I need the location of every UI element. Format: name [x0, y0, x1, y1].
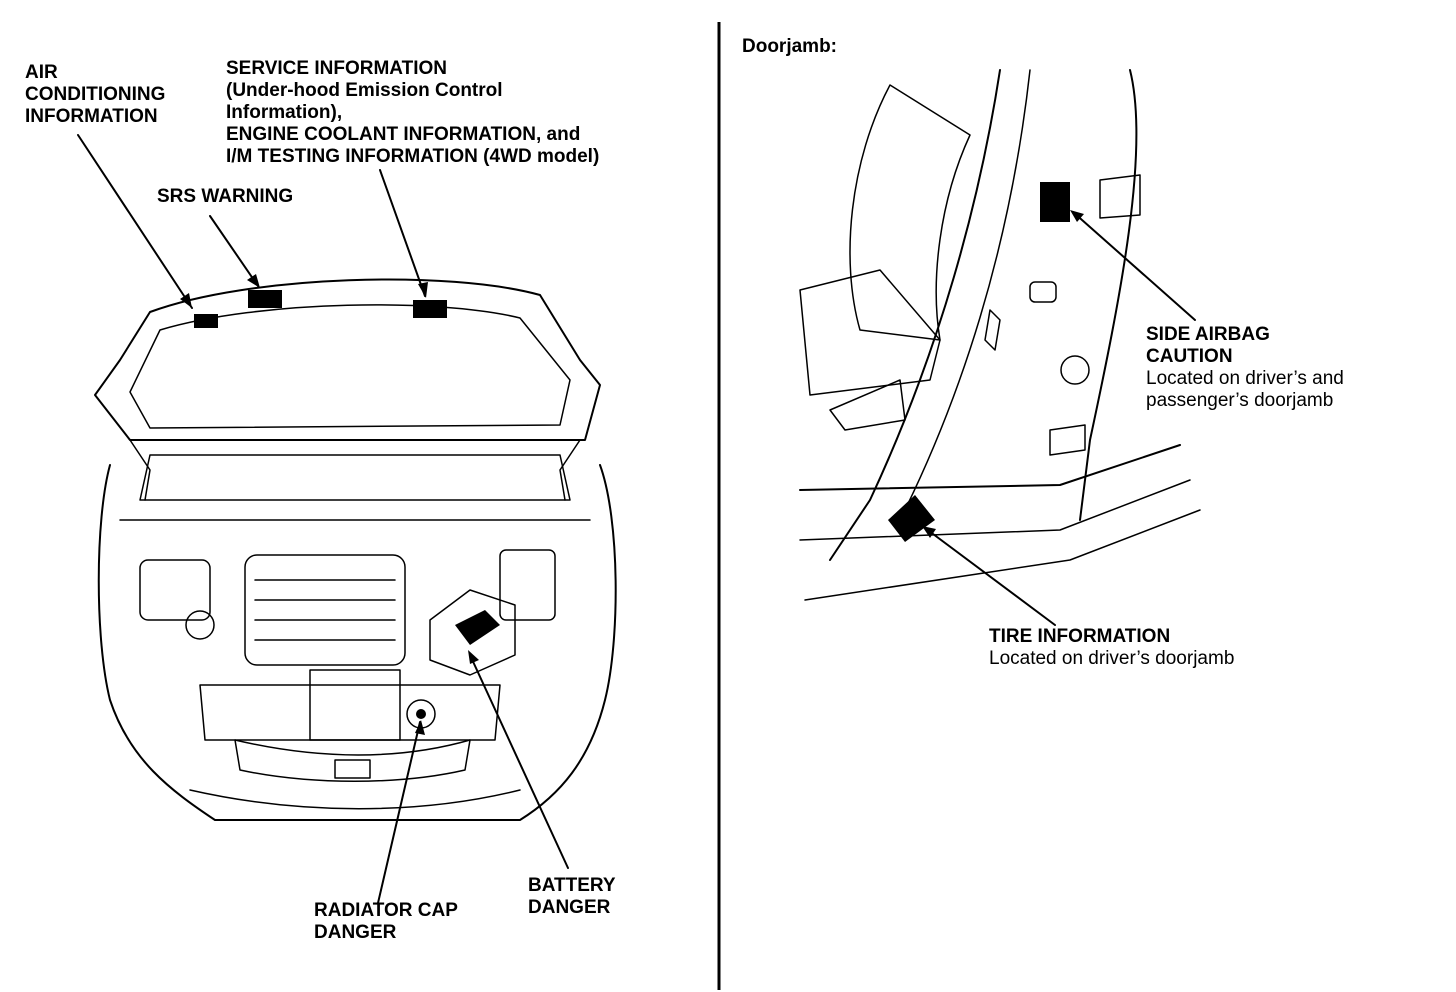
label-service-information: SERVICE INFORMATION (Under-hood Emission… — [226, 58, 600, 167]
right-component — [499, 549, 556, 621]
grille — [234, 739, 471, 782]
radiator-cap-center — [416, 709, 426, 719]
service-info-label-patch — [413, 300, 447, 318]
ac-info-label-patch — [194, 314, 218, 328]
leader-side-airbag — [1070, 210, 1196, 321]
label-air-conditioning-info: AIR CONDITIONING INFORMATION — [25, 62, 166, 127]
radiator-panel — [309, 669, 401, 741]
label-srs-warning: SRS WARNING — [157, 186, 294, 207]
heading-doorjamb: Doorjamb: — [742, 36, 837, 57]
pillar-face — [899, 69, 1031, 521]
front-fascia — [199, 684, 501, 741]
b-pillar — [829, 69, 1001, 561]
leader-srs — [209, 215, 260, 288]
tire-info-label-patch — [888, 495, 935, 542]
engine-block — [244, 554, 406, 666]
note-side-airbag-location: Located on driver’s and passenger’s door… — [1146, 368, 1344, 411]
seat-back — [849, 84, 971, 341]
note-tire-location: Located on driver’s doorjamb — [989, 648, 1235, 669]
engine-ribs — [254, 579, 396, 641]
hood-strut-right — [559, 439, 581, 501]
striker — [1029, 281, 1057, 303]
door-latch — [984, 309, 1001, 351]
rocker-sill — [799, 444, 1181, 491]
battery-outline — [429, 589, 516, 676]
car-open-hood-illustration — [94, 278, 617, 821]
car-body-outline — [97, 464, 617, 821]
sill-bottom — [804, 509, 1201, 601]
hinge-upper — [1099, 174, 1141, 219]
bumper-lower — [189, 789, 521, 810]
reservoir-cap — [185, 610, 215, 640]
label-side-airbag-caution: SIDE AIRBAG CAUTION — [1146, 324, 1270, 367]
hinge-bolt — [1060, 355, 1090, 385]
door-opening-edge — [1079, 69, 1138, 521]
windshield-edge — [139, 454, 571, 501]
left-component — [139, 559, 211, 621]
leader-tire — [922, 526, 1056, 626]
label-radiator-cap-danger: RADIATOR CAP DANGER — [314, 900, 458, 943]
sill-step — [799, 479, 1191, 541]
doorjamb-illustration — [799, 69, 1201, 601]
leader-radiator — [377, 720, 425, 904]
leader-service — [379, 169, 428, 298]
leader-ac — [77, 134, 193, 309]
srs-warning-label-patch — [248, 290, 282, 308]
label-battery-danger: BATTERY DANGER — [528, 875, 616, 918]
battery-label-patch — [455, 610, 500, 645]
hood-strut-left — [129, 439, 151, 501]
hood-outline — [94, 278, 601, 441]
hood-inner-panel — [129, 304, 571, 429]
license-slot — [334, 759, 371, 779]
hinge-lower — [1049, 424, 1086, 456]
leader-battery — [468, 650, 569, 869]
seat-cushion — [799, 269, 941, 396]
label-tire-information: TIRE INFORMATION — [989, 626, 1171, 647]
side-airbag-label-patch — [1040, 182, 1070, 222]
